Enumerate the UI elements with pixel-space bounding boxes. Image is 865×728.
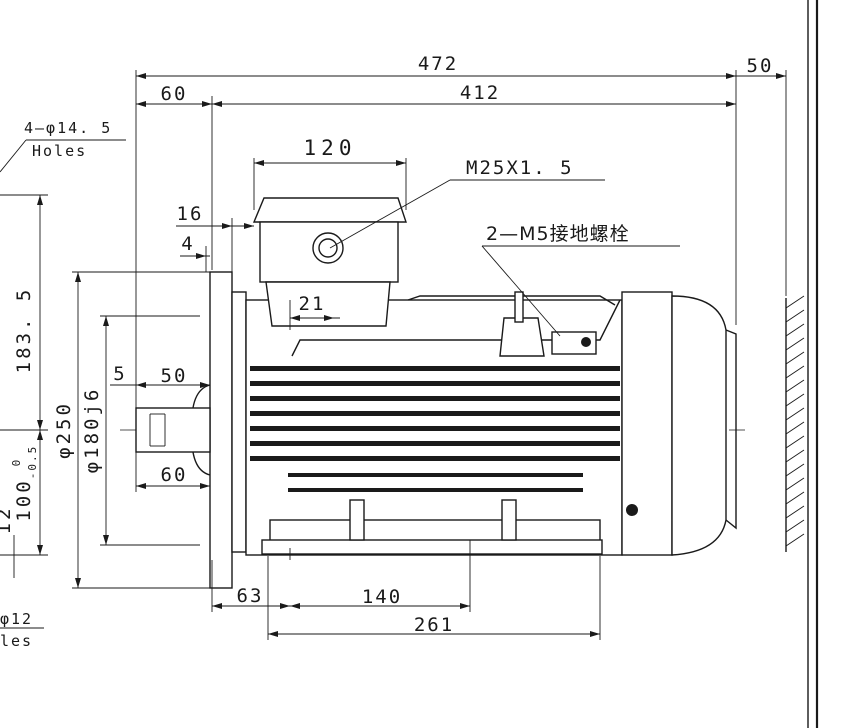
dim-end-clearance: 50 bbox=[747, 55, 774, 77]
dim-terminal-box-width: 120 bbox=[304, 136, 357, 160]
fan-cover bbox=[621, 291, 737, 556]
grounding-lug bbox=[499, 291, 597, 357]
callout-cable-gland: M25X1. 5 bbox=[466, 157, 574, 179]
dim-foot-offset: 63 bbox=[237, 585, 264, 607]
dim-terminal-box-offset: 16 bbox=[177, 203, 204, 225]
dimension-lines bbox=[0, 70, 787, 640]
dim-key-offset: 5 bbox=[113, 363, 126, 385]
callout-foot-holes-spec: φ12 bbox=[0, 610, 33, 628]
dim-key-length: 50 bbox=[161, 365, 188, 387]
dim-foot-overall: 261 bbox=[414, 614, 454, 636]
wall-hatch bbox=[785, 295, 805, 552]
dim-flange-outer: φ250 bbox=[53, 401, 75, 459]
dim-spigot: φ180j6 bbox=[81, 387, 103, 474]
cooling-fins bbox=[250, 366, 620, 492]
dim-shaft-height: 183. 5 bbox=[13, 287, 35, 374]
dim-boss-width: 21 bbox=[299, 293, 326, 315]
terminal-box bbox=[252, 197, 407, 327]
dim-foot-height: 100 bbox=[13, 478, 35, 521]
callout-flange-holes-spec: 4—φ14. 5 bbox=[24, 119, 112, 137]
dim-foot-height-tol-lower: -0.5 bbox=[26, 445, 39, 480]
dim-overall-length: 472 bbox=[418, 53, 458, 75]
dim-shaft-length: 60 bbox=[161, 464, 188, 486]
callout-grounding-bolt: 2—M5接地螺栓 bbox=[486, 223, 630, 245]
callout-foot-holes-word: les bbox=[0, 632, 33, 650]
dim-body-length: 412 bbox=[460, 82, 500, 104]
callout-flange-holes-word: Holes bbox=[32, 142, 87, 160]
dim-foot-spacing: 140 bbox=[362, 586, 402, 608]
dim-terminal-box-step: 4 bbox=[181, 233, 194, 255]
dim-foot-partial: 12 bbox=[0, 506, 15, 535]
motor-body bbox=[120, 197, 745, 589]
frame-border bbox=[807, 0, 819, 728]
feet bbox=[261, 499, 603, 560]
dim-foot-height-tol-upper: 0 bbox=[10, 458, 23, 467]
dim-shaft-to-flange: 60 bbox=[161, 83, 188, 105]
